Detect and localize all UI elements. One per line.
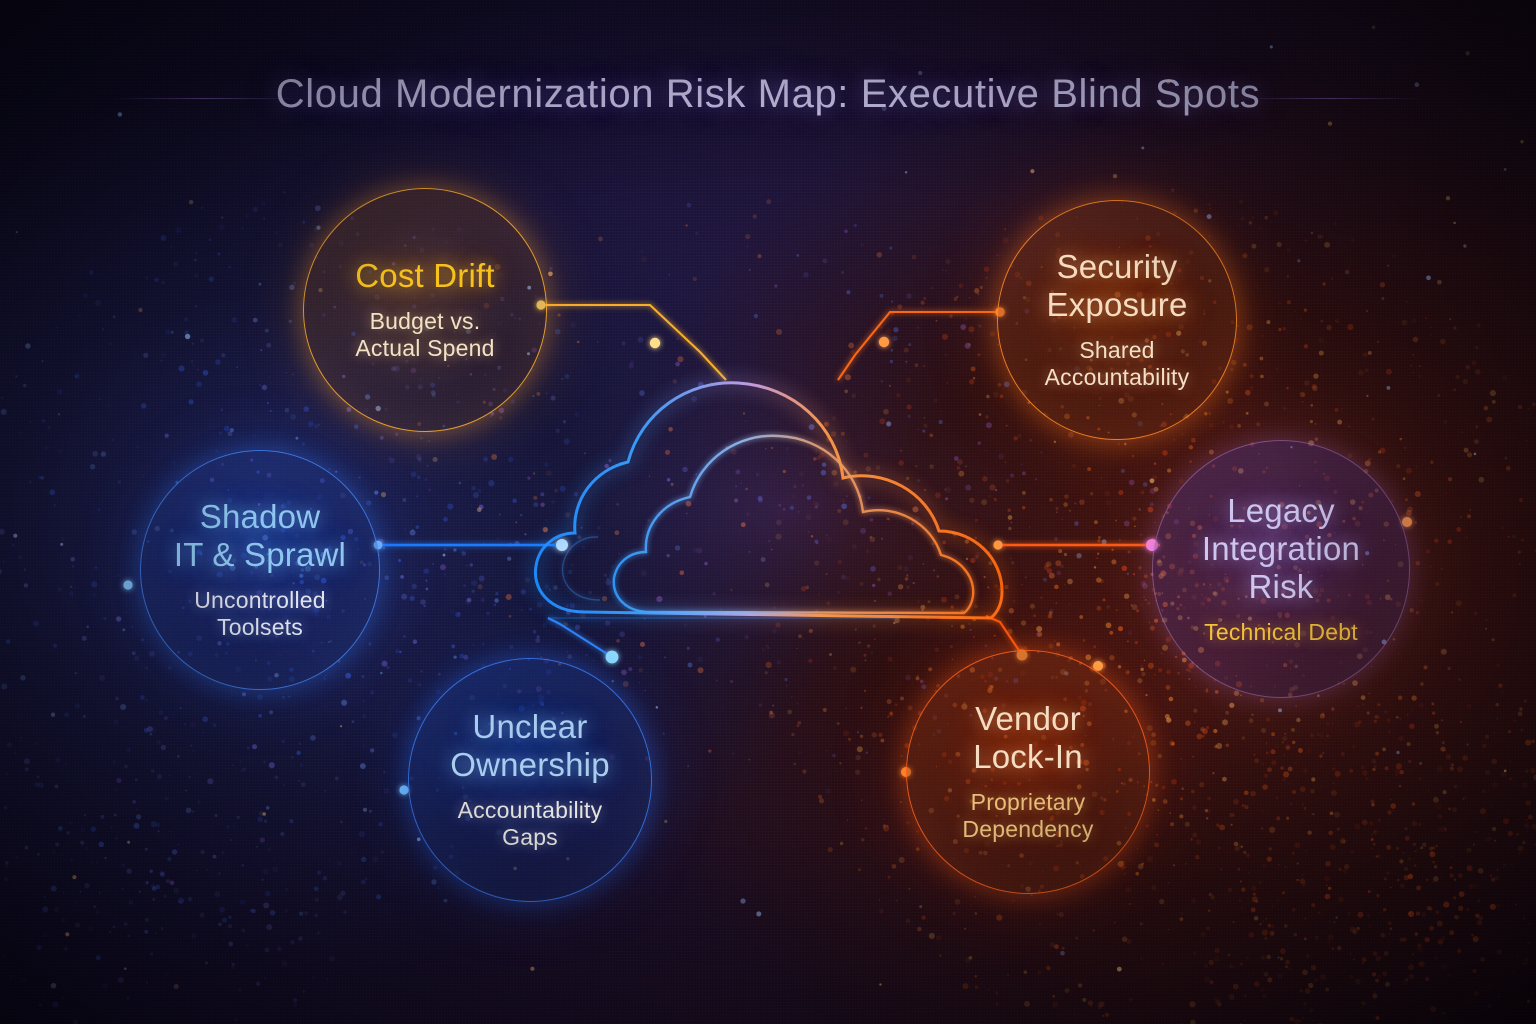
- node-shadow-it[interactable]: Shadow IT & Sprawl Uncontrolled Toolsets: [140, 450, 380, 690]
- node-legacy-integration[interactable]: Legacy Integration Risk Technical Debt: [1152, 440, 1410, 698]
- node-vendor-lock-in[interactable]: Vendor Lock-In Proprietary Dependency: [906, 650, 1150, 894]
- node-security-exposure[interactable]: Security Exposure Shared Accountability: [997, 200, 1237, 440]
- node-security-exposure-subtitle: Shared Accountability: [1029, 337, 1206, 392]
- node-shadow-it-subtitle-line2: Toolsets: [217, 614, 303, 641]
- node-vendor-lock-in-title-line1: Vendor: [975, 700, 1081, 738]
- node-unclear-ownership-subtitle-line1: Accountability: [457, 796, 603, 823]
- node-unclear-ownership[interactable]: Unclear Ownership Accountability Gaps: [408, 658, 652, 902]
- node-shadow-it-title-line1: Shadow: [199, 498, 321, 536]
- node-shadow-it-subtitle-line1: Uncontrolled: [194, 586, 326, 613]
- node-cost-drift-subtitle: Budget vs. Actual Spend: [339, 308, 510, 363]
- node-vendor-lock-in-title: Vendor Lock-In: [959, 700, 1097, 777]
- node-legacy-integration-title: Legacy Integration Risk: [1188, 492, 1374, 607]
- node-shadow-it-title: Shadow IT & Sprawl: [160, 498, 360, 575]
- node-vendor-lock-in-subtitle-line1: Proprietary: [970, 788, 1086, 815]
- node-security-exposure-title-line2: Exposure: [1046, 286, 1188, 324]
- node-unclear-ownership-subtitle-line2: Gaps: [502, 824, 558, 851]
- page-title: Cloud Modernization Risk Map: Executive …: [275, 72, 1261, 116]
- node-vendor-lock-in-subtitle: Proprietary Dependency: [946, 789, 1109, 844]
- node-security-exposure-subtitle-line1: Shared: [1079, 336, 1155, 363]
- node-vendor-lock-in-title-line2: Lock-In: [973, 738, 1083, 776]
- node-shadow-it-title-line2: IT & Sprawl: [173, 536, 347, 574]
- node-cost-drift-subtitle-line1: Budget vs.: [369, 307, 481, 334]
- node-security-exposure-title-line1: Security: [1056, 248, 1178, 286]
- node-legacy-integration-title-line1: Legacy: [1227, 491, 1335, 529]
- node-unclear-ownership-title: Unclear Ownership: [436, 708, 624, 785]
- node-security-exposure-title: Security Exposure: [1032, 248, 1201, 325]
- node-vendor-lock-in-subtitle-line2: Dependency: [962, 816, 1094, 843]
- node-security-exposure-subtitle-line2: Accountability: [1044, 364, 1190, 391]
- node-shadow-it-subtitle: Uncontrolled Toolsets: [178, 587, 342, 642]
- node-cost-drift[interactable]: Cost Drift Budget vs. Actual Spend: [303, 188, 547, 432]
- node-unclear-ownership-title-line1: Unclear: [472, 708, 588, 746]
- node-cost-drift-subtitle-line2: Actual Spend: [355, 335, 495, 362]
- node-unclear-ownership-title-line2: Ownership: [450, 746, 610, 784]
- node-cost-drift-title: Cost Drift: [355, 257, 495, 295]
- node-legacy-integration-title-line2: Integration: [1201, 530, 1361, 568]
- node-legacy-integration-subtitle: Technical Debt: [1204, 618, 1358, 645]
- node-unclear-ownership-subtitle: Accountability Gaps: [442, 797, 619, 852]
- node-legacy-integration-title-line3: Risk: [1248, 568, 1314, 606]
